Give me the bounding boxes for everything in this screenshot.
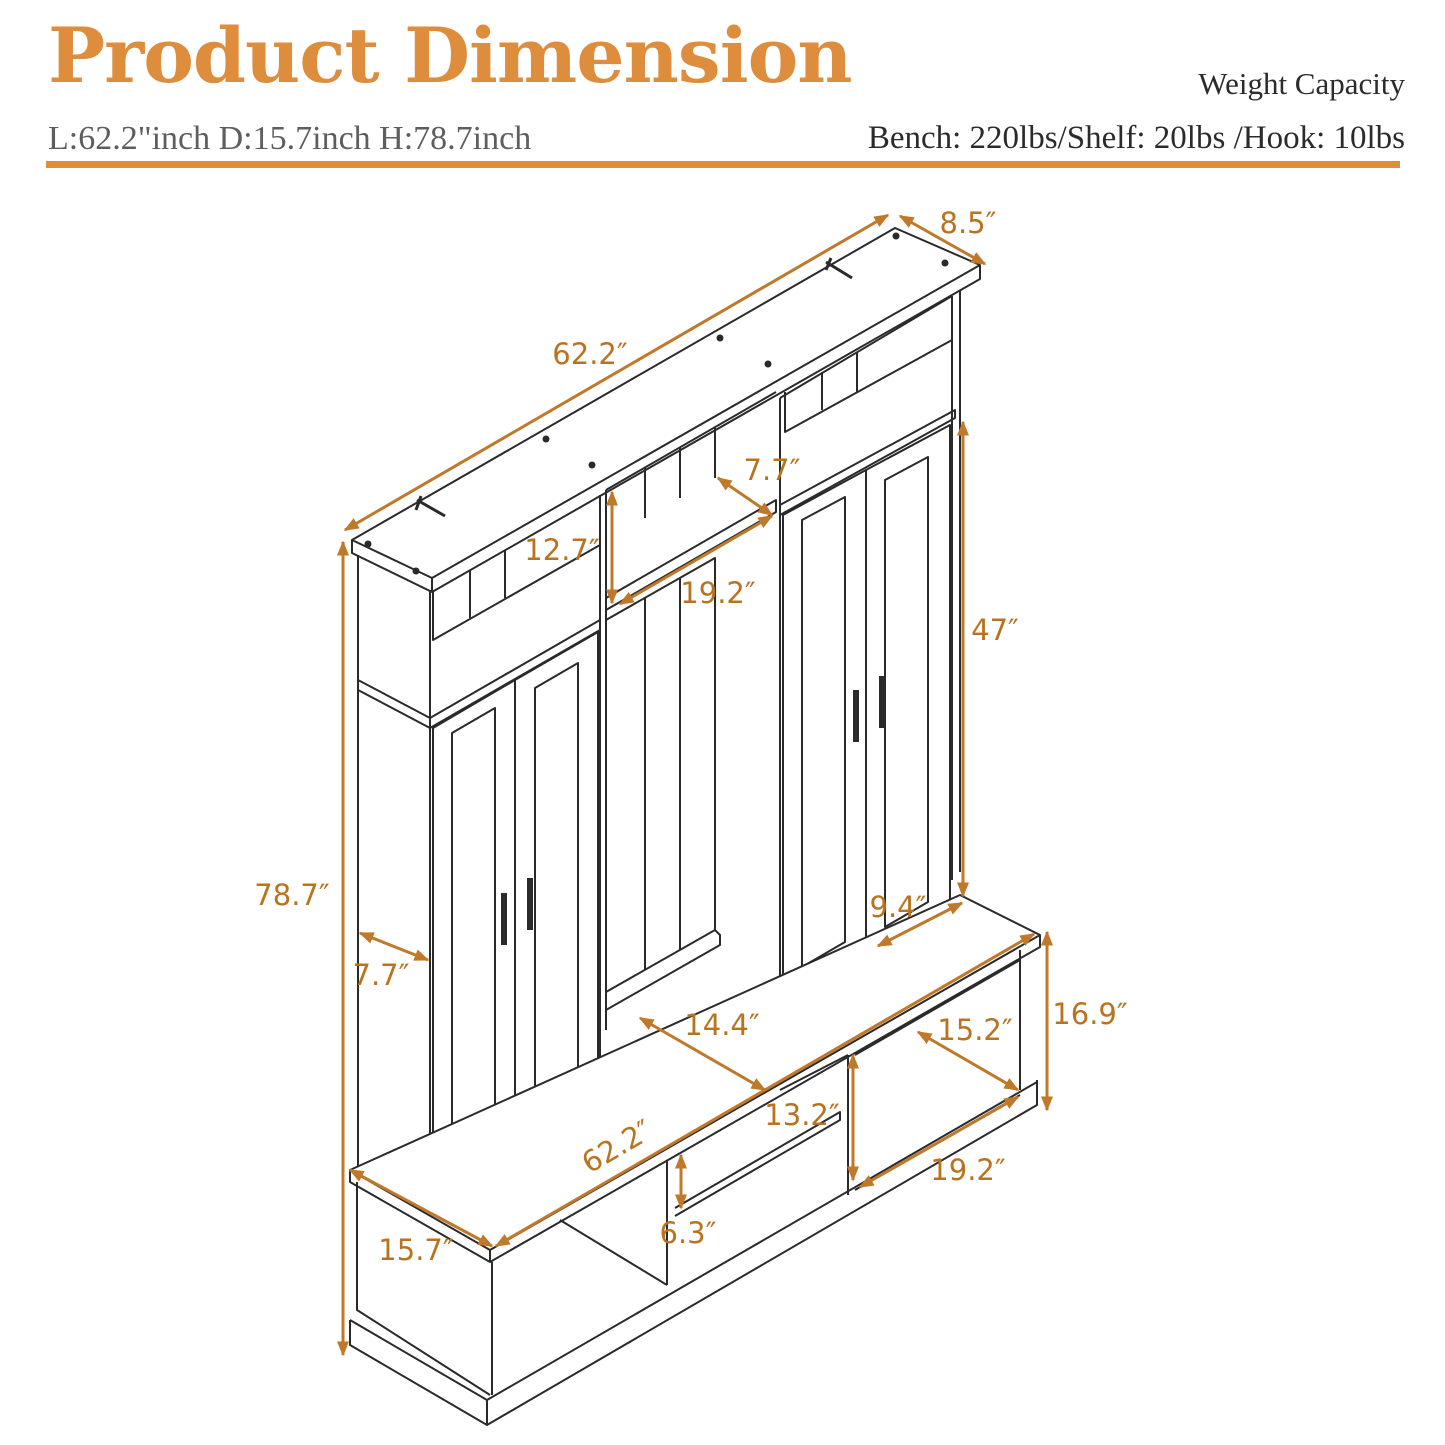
dim-shelf-depth: 7.7″: [744, 453, 801, 487]
overall-dimensions: L:62.2"inch D:15.7inch H:78.7inch: [48, 120, 532, 157]
dim-bench-depth: 15.7″: [378, 1233, 454, 1267]
dim-line-cubby-width: [858, 1095, 1020, 1189]
dim-line-shelf-depth: [716, 476, 774, 517]
dim-line-top-depth: [898, 214, 987, 266]
dimension-lines: [337, 213, 1053, 1357]
dim-line-center-width: [618, 514, 774, 606]
dim-line-bench-width: [494, 932, 1036, 1248]
dim-shelf-height: 12.7″: [524, 533, 600, 567]
dim-seat-depth-center: 14.4″: [684, 1008, 760, 1042]
dim-bench-height: 16.9″: [1052, 997, 1128, 1031]
header-divider: [46, 161, 1400, 168]
dimension-labels: 62.2″ 8.5″ 7.7″ 12.7″ 19.2″ 47″ 78.7″ 7.…: [254, 206, 1128, 1267]
dim-line-bench-depth: [348, 1168, 494, 1248]
page-title: Product Dimension: [48, 11, 853, 100]
dim-top-width: 62.2″: [552, 337, 628, 371]
dim-cabinet-depth: 9.4″: [870, 890, 927, 924]
dim-center-width: 19.2″: [680, 576, 756, 610]
dim-cubby-width: 19.2″: [930, 1153, 1006, 1187]
dim-line-top-width: [343, 213, 890, 532]
weight-capacity-values: Bench: 220lbs/Shelf: 20lbs /Hook: 10lbs: [867, 120, 1405, 156]
dim-drawer-height: 6.3″: [660, 1216, 717, 1250]
dim-inner-compartment-height: 13.2″: [764, 1098, 840, 1132]
dim-total-height: 78.7″: [254, 878, 330, 912]
dim-top-depth: 8.5″: [940, 206, 997, 240]
dim-side-depth: 7.7″: [353, 958, 410, 992]
dim-seat-depth-right: 15.2″: [937, 1013, 1013, 1047]
center-section: [605, 391, 777, 1030]
dim-line-side-depth: [358, 931, 430, 962]
weight-capacity-label: Weight Capacity: [1198, 66, 1405, 101]
dim-cabinet-height: 47″: [971, 613, 1019, 647]
